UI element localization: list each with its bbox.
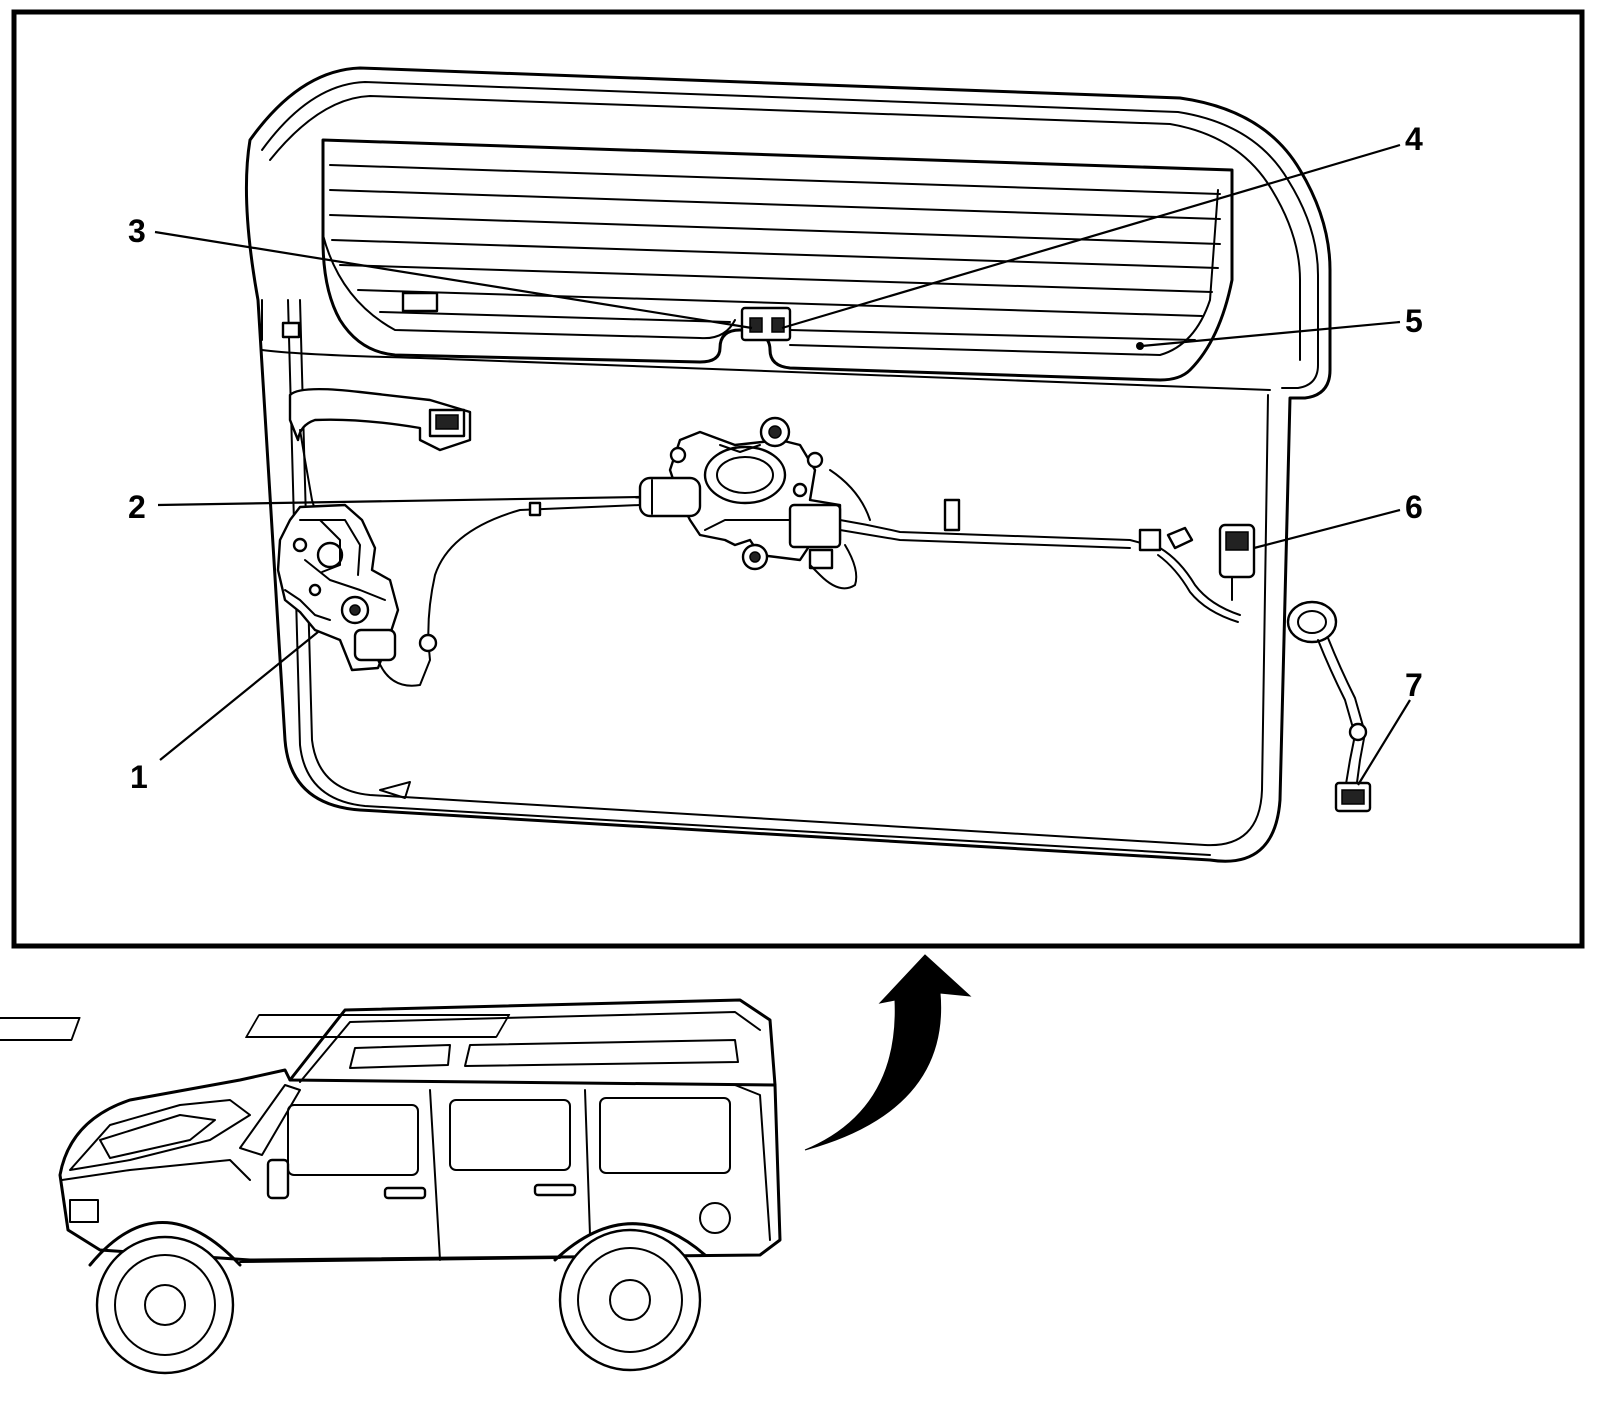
- liftgate-door: [244, 66, 1332, 863]
- leader-line-6: [1253, 508, 1401, 550]
- callout-7: 7: [1405, 667, 1423, 703]
- suv-vehicle-icon: [0, 998, 782, 1375]
- liftgate-switch: [1218, 523, 1256, 601]
- callout-6: 6: [1405, 489, 1423, 525]
- detail-view-frame: [11, 9, 1585, 949]
- center-connectors: [740, 306, 792, 342]
- latch-harness: [377, 504, 641, 687]
- main-harness: [809, 469, 1241, 623]
- leader-line-7: [1357, 699, 1411, 786]
- wiper-motor: [638, 416, 842, 571]
- leader-line-3: [154, 230, 753, 330]
- harness-clip: [418, 633, 438, 653]
- leader-line-4: [781, 143, 1401, 330]
- rear-window-glass: [281, 138, 1234, 382]
- callout-3: 3: [128, 213, 146, 249]
- callout-1: 1: [130, 759, 148, 795]
- callout-4: 4: [1405, 121, 1423, 157]
- leader-line-1: [159, 631, 319, 761]
- curved-arrow-icon: [804, 954, 972, 1151]
- callout-5: 5: [1405, 303, 1423, 339]
- leader-line-5: [1141, 320, 1401, 348]
- harness-grommet: [1286, 600, 1372, 813]
- harness-clip: [528, 501, 542, 517]
- liftgate-latch: [276, 503, 400, 672]
- callout-2: 2: [128, 489, 146, 525]
- leader-line-2: [157, 495, 641, 507]
- handle-assembly: [288, 387, 472, 521]
- glass-dot: [1136, 342, 1144, 350]
